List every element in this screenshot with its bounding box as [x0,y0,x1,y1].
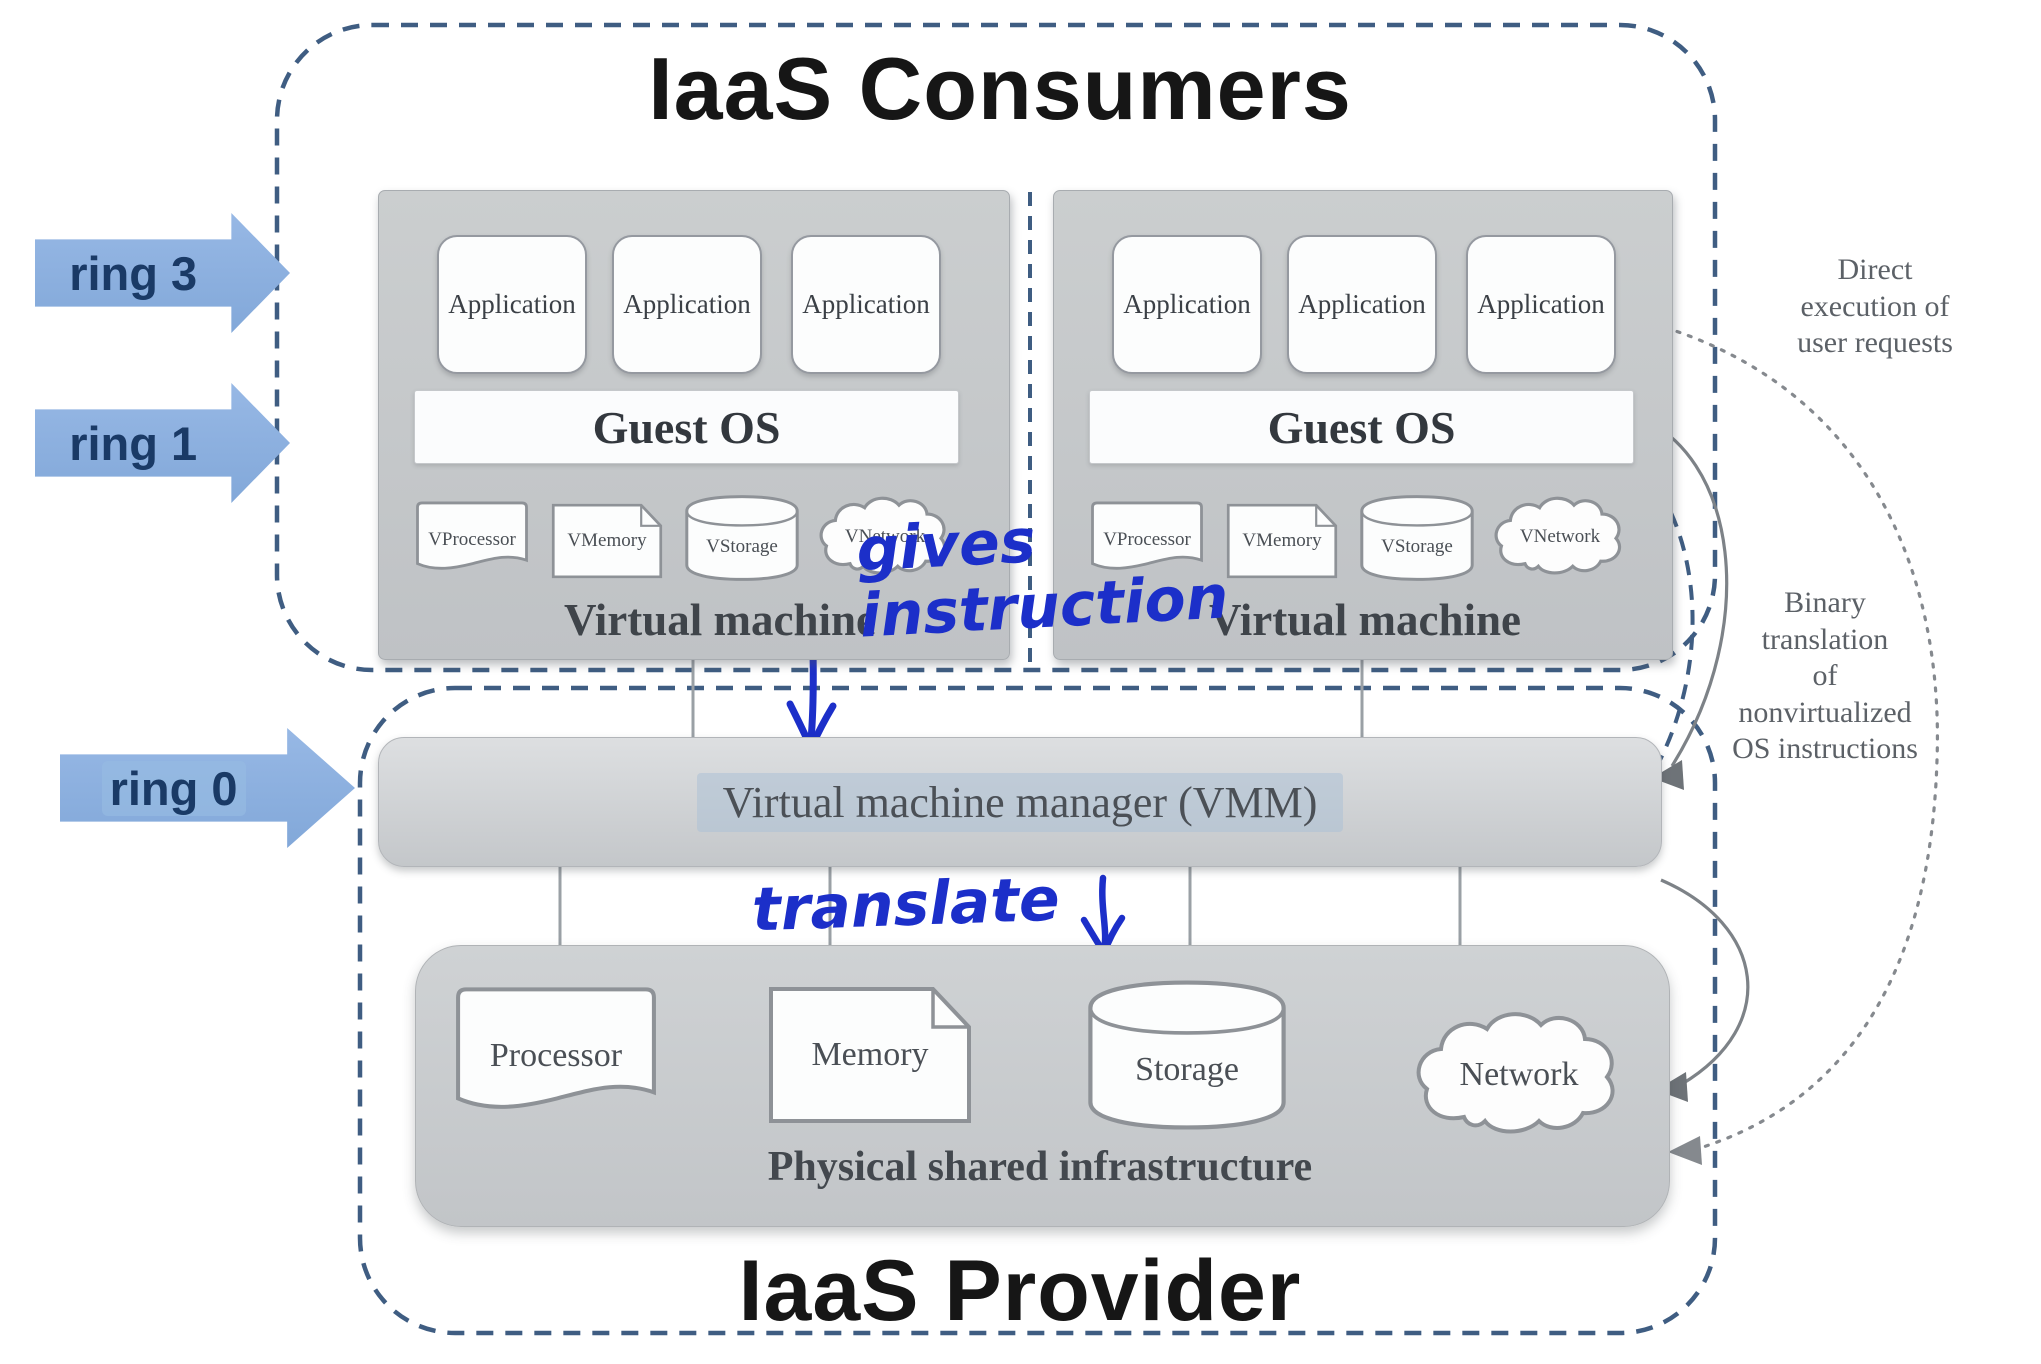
left-vm-app-1: Application [437,235,587,374]
memory-label: Memory [811,1036,929,1073]
binary-label-line2: translation [1761,622,1889,656]
translate-arrow [1099,874,1109,954]
physical-network: Network [1408,1005,1630,1145]
physical-infrastructure-caption: Physical shared infrastructure [767,1144,1313,1190]
cylinder-shape-icon [1360,495,1474,581]
vstorage-label: VStorage [1381,536,1453,557]
right-vm-app-1: Application [1112,235,1262,374]
direct-label-line1: Direct [1837,253,1913,286]
guest-os-label: Guest OS [592,401,781,453]
left-vm-caption: Virtual machine [563,595,877,645]
ring3-arrow: ring 3 [35,213,290,333]
binary-label-line4: nonvirtualized [1738,695,1912,729]
left-vm-guest-os: Guest OS [414,390,959,464]
right-vm-app-3: Application [1466,235,1616,374]
cloud-shape-icon [1416,1012,1615,1134]
left-vm-app-2: Application [612,235,762,374]
left-vm-vmemory: VMemory [548,503,666,579]
right-vm-vmemory: VMemory [1223,503,1341,579]
direct-execution-arrowhead [1668,1136,1702,1165]
physical-storage: Storage [1082,975,1292,1135]
cloud-shape-icon [819,496,947,575]
consumers-title: IaaS Consumers [648,39,1352,138]
ring0-label: ring 0 [101,760,246,816]
cylinder-shape-icon [685,495,799,581]
app-label: Application [802,289,930,319]
vmm-to-physical-solid-arrow [1660,878,1750,1086]
vprocessor-label: VProcessor [428,529,516,550]
cloud-shape-icon [1494,496,1622,575]
app-label: Application [448,289,576,319]
vmm-bar: Virtual machine manager (VMM) [378,737,1662,867]
translate-note: translate [750,864,1061,946]
document-shape-icon [416,501,528,570]
note-shape-icon [551,503,663,579]
physical-memory: Memory [765,985,975,1125]
left-vm-vnetwork: VNetwork [815,490,955,584]
vstorage-label: VStorage [706,536,778,557]
ring0-arrow: ring 0 [60,728,355,848]
app-label: Application [1477,289,1605,319]
right-vm-vprocessor: VProcessor [1088,500,1206,580]
vmemory-label: VMemory [567,530,647,551]
vnetwork-label: VNetwork [844,526,926,547]
app-label: Application [1298,289,1426,319]
network-label: Network [1459,1056,1579,1093]
binary-label-line5: OS instructions [1732,732,1918,766]
physical-processor: Processor [450,985,662,1127]
right-vm-app-2: Application [1287,235,1437,374]
guest-os-label: Guest OS [1267,401,1456,453]
note-shape-icon [769,987,971,1123]
gives-instruction-note: gives instruction [855,498,1230,651]
right-vm-vstorage: VStorage [1357,492,1477,584]
cylinder-shape-icon [1088,980,1286,1130]
app-label: Application [1123,289,1251,319]
left-vm-vprocessor: VProcessor [413,500,531,580]
left-vm-app-3: Application [791,235,941,374]
vmm-label: Virtual machine manager (VMM) [696,772,1344,832]
document-shape-icon [1091,501,1203,570]
document-shape-icon [456,987,656,1109]
app-label: Application [623,289,751,319]
ring1-arrow: ring 1 [35,383,290,503]
binary-label-line3: of [1812,659,1838,693]
note-shape-icon [1226,503,1338,579]
storage-label: Storage [1135,1051,1239,1088]
vnetwork-label: VNetwork [1519,526,1601,547]
provider-title: IaaS Provider [738,1243,1302,1339]
right-vm-guest-os: Guest OS [1089,390,1634,464]
right-vm-caption: Virtual machine [1208,595,1522,645]
direct-label-line2: execution of [1800,289,1950,323]
processor-label: Processor [489,1037,623,1074]
left-vm-vstorage: VStorage [682,492,802,584]
vprocessor-label: VProcessor [1103,529,1191,550]
binary-label-line1: Binary [1784,586,1866,619]
ring3-label: ring 3 [69,246,198,300]
binary-translation-label: Binary translation of nonvirtualized OS … [1680,585,1970,768]
direct-execution-label: Direct execution of user requests [1715,252,2035,362]
vmemory-label: VMemory [1242,530,1322,551]
direct-label-line3: user requests [1797,326,1953,360]
ring1-label: ring 1 [69,416,198,470]
right-vm-vnetwork: VNetwork [1490,490,1630,584]
